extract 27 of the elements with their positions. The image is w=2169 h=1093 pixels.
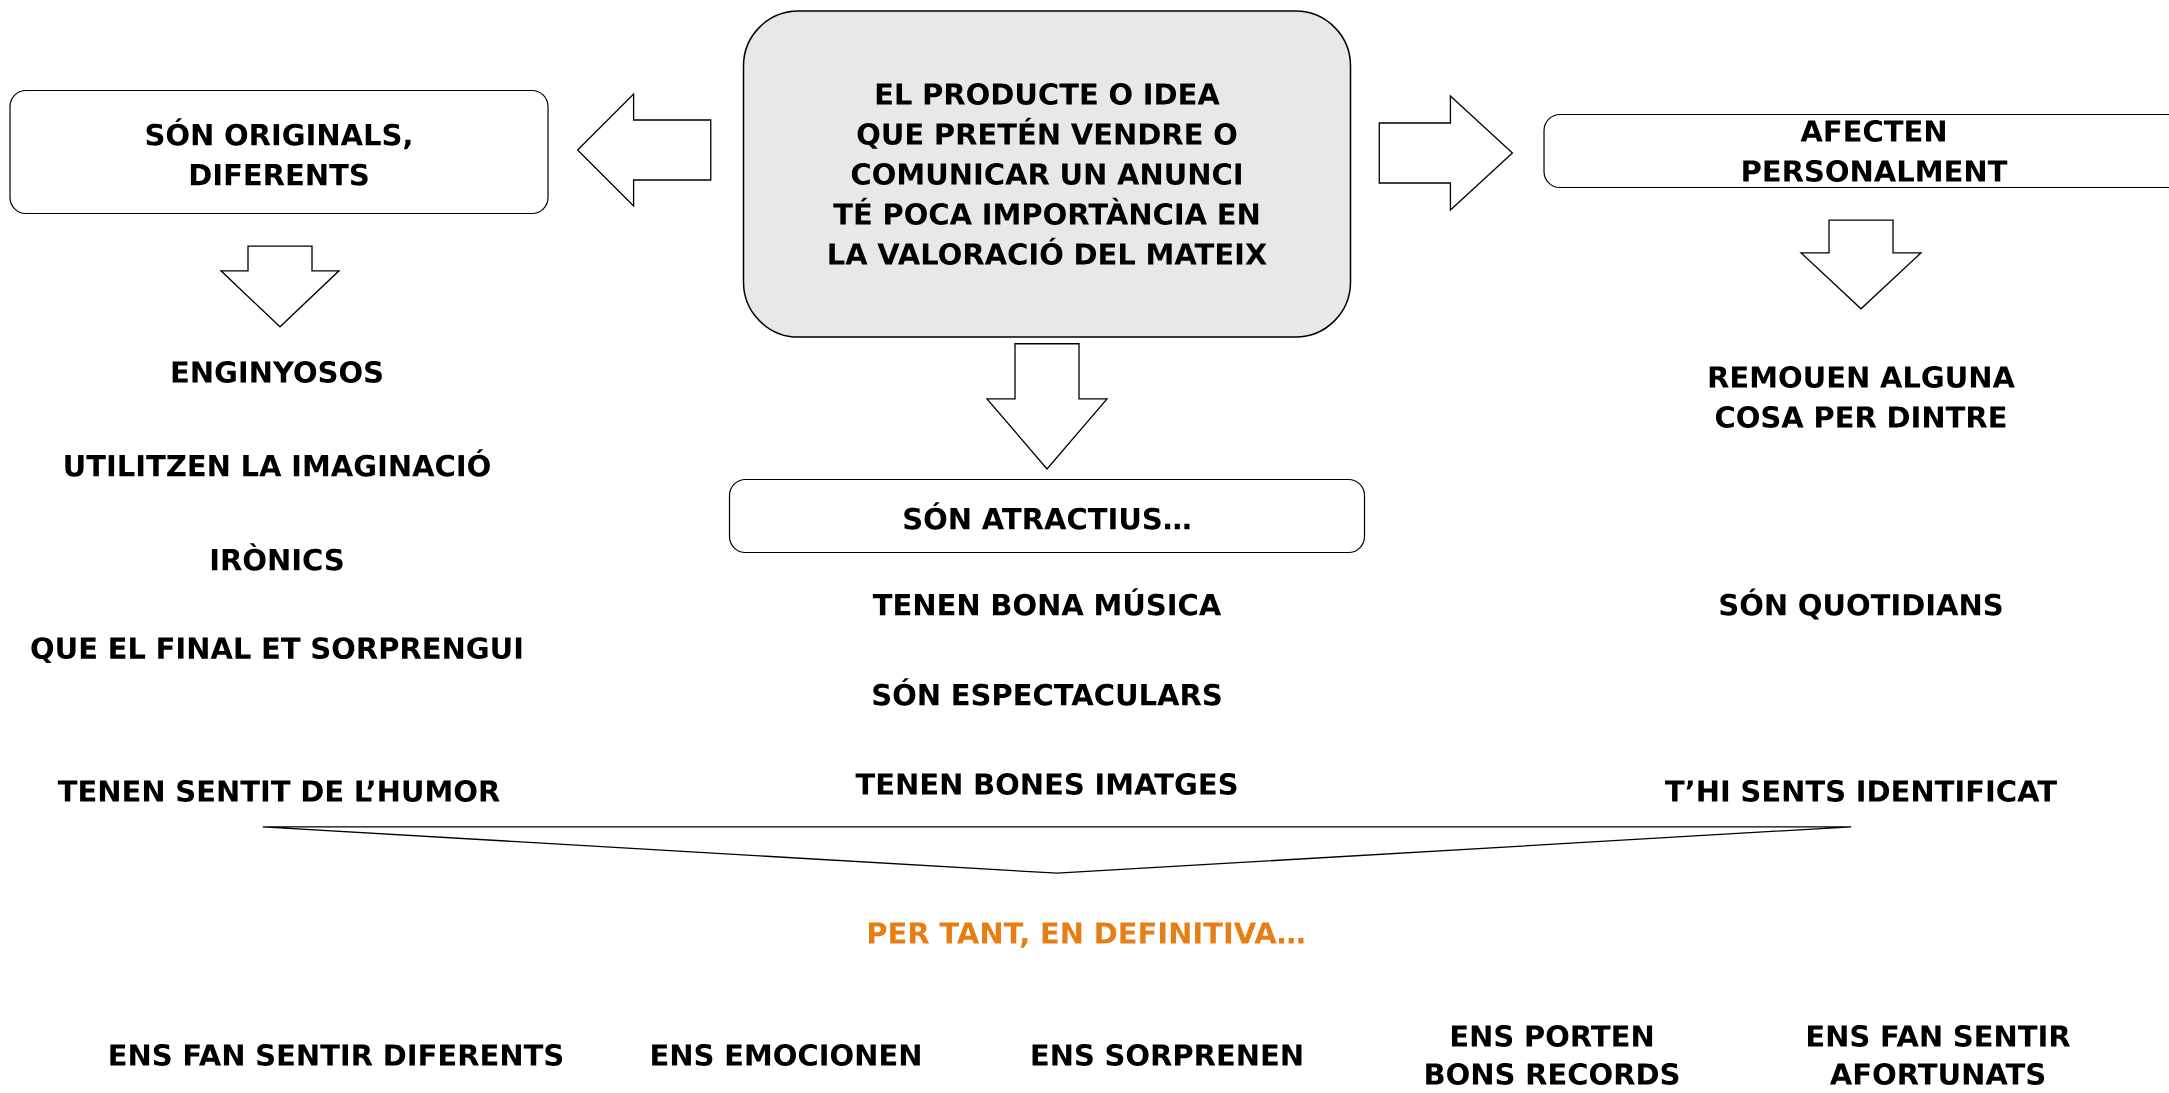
- item-text: UTILITZEN LA IMAGINACIÓ: [65, 449, 490, 477]
- funnel-triangle: [262, 826, 1852, 874]
- item-text: SÓN ESPECTACULARS: [873, 678, 1221, 706]
- item-text: SÓN QUOTIDIANS: [1720, 588, 2002, 620]
- block-arrow: [985, 343, 1109, 470]
- item-text: ENS SORPRENEN: [1032, 1044, 1302, 1066]
- rounded-box: SÓN ORIGINALS, DIFERENTS: [9, 89, 549, 215]
- item-text: TENEN SENTIT DE L’HUMOR: [57, 780, 500, 802]
- item-text: ENS EMOCIONEN: [652, 1044, 920, 1066]
- block-arrow: [576, 92, 712, 208]
- rounded-box: AFECTEN PERSONALMENT: [1543, 113, 2169, 189]
- block-arrow: [219, 245, 341, 328]
- block-arrow: [1799, 219, 1923, 310]
- item-text: IRÒNICS: [211, 543, 343, 571]
- item-text: QUE EL FINAL ET SORPRENGUI: [31, 637, 522, 663]
- rounded-box: SÓN ATRACTIUS…: [728, 478, 1366, 554]
- item-text: ENGINYOSOS: [172, 361, 382, 383]
- item-text: TENEN BONA MÚSICA: [872, 588, 1222, 616]
- item-text: ENS FAN SENTIR DIFERENTS: [110, 1044, 563, 1066]
- conclusion-text: PER TANT, EN DEFINITIVA…: [868, 922, 1304, 948]
- item-text: ENS FAN SENTIR AFORTUNATS: [1808, 1025, 2071, 1085]
- item-text: REMOUEN ALGUNA COSA PER DINTRE: [1709, 366, 2015, 428]
- block-arrow: [1378, 94, 1514, 212]
- item-text: ENS PORTEN BONS RECORDS: [1426, 1025, 1679, 1085]
- item-text: TENEN BONES IMATGES: [855, 773, 1237, 795]
- concept-box: EL PRODUCTE O IDEA QUE PRETÉN VENDRE O COMUNICAR UN ANUNCI TÉ POCA IMPORTÀNCIA EN LA VALORACIÓ DEL MATEIX: [742, 10, 1352, 338]
- item-text: T’HI SENTS IDENTIFICAT: [1665, 780, 2057, 802]
